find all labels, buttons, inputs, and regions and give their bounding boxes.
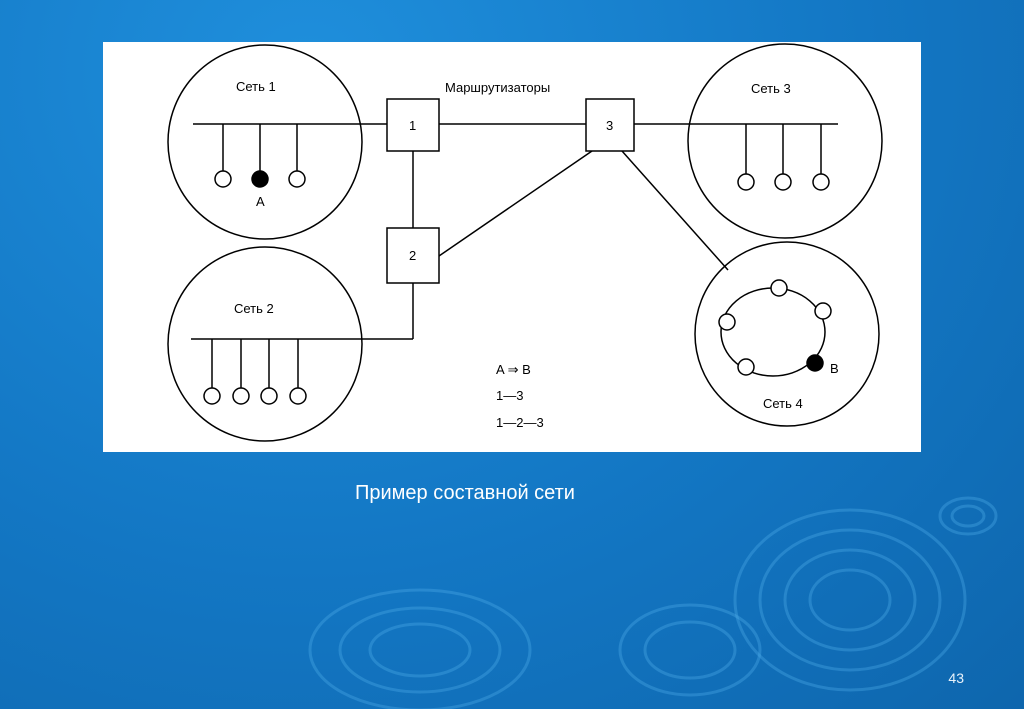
network-2-label: Сеть 2 [234, 301, 274, 316]
host-a-node [251, 170, 269, 188]
host-node [289, 387, 307, 405]
route-line-2: 1—3 [496, 388, 523, 403]
host-node [770, 279, 788, 297]
host-b-node [806, 354, 824, 372]
page-number: 43 [948, 670, 964, 686]
network-1-label: Сеть 1 [236, 79, 276, 94]
host-node [812, 173, 830, 191]
host-node [814, 302, 832, 320]
router-3-box [585, 98, 635, 152]
host-a-label: A [256, 194, 265, 209]
diagram-panel: Сеть 1 Сеть 2 Сеть 3 Сеть 4 Маршрутизато… [103, 42, 921, 452]
routers-label: Маршрутизаторы [445, 80, 550, 95]
host-node [214, 170, 232, 188]
host-node [737, 358, 755, 376]
router-1-box [386, 98, 440, 152]
host-node [718, 313, 736, 331]
route-line-1: A ⇒ B [496, 362, 531, 377]
network-4-circle [694, 241, 880, 427]
network-2-circle [167, 246, 363, 442]
router-3-label: 3 [606, 118, 613, 133]
host-node [203, 387, 221, 405]
host-node [288, 170, 306, 188]
network-3-circle [687, 43, 883, 239]
router-2-box [386, 227, 440, 284]
route-line-3: 1—2—3 [496, 415, 544, 430]
network-4-label: Сеть 4 [763, 396, 803, 411]
router-2-label: 2 [409, 248, 416, 263]
host-b-label: B [830, 361, 839, 376]
host-node [774, 173, 792, 191]
host-node [737, 173, 755, 191]
host-node [260, 387, 278, 405]
link-router3-network4 [621, 150, 729, 271]
network-diagram: Сеть 1 Сеть 2 Сеть 3 Сеть 4 Маршрутизато… [167, 43, 883, 442]
router-1-label: 1 [409, 118, 416, 133]
host-node [232, 387, 250, 405]
network-1-circle [167, 44, 363, 240]
link-router2-router3 [438, 150, 593, 257]
network-3-label: Сеть 3 [751, 81, 791, 96]
slide-caption: Пример составной сети [355, 482, 575, 504]
